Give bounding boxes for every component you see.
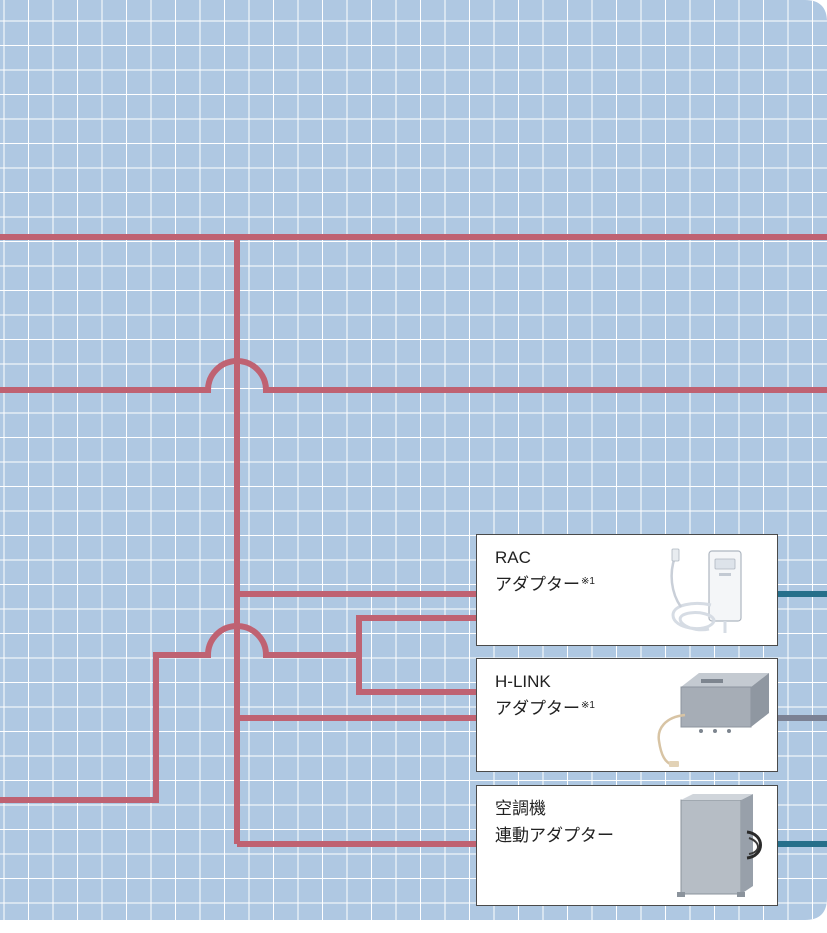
hlink-adapter-label: H-LINK アダプター※1 <box>495 670 595 721</box>
rac-adapter-name: RAC <box>495 548 531 567</box>
rac-adapter-type: アダプター <box>495 575 580 594</box>
aircon-adapter-name: 空調機 <box>495 799 546 818</box>
hlink-adapter-footnote: ※1 <box>581 700 595 711</box>
rac-adapter-photo <box>670 548 742 633</box>
hlink-adapter-name: H-LINK <box>495 672 551 691</box>
wiring-lines <box>0 234 827 847</box>
aircon-adapter-photo <box>677 794 762 897</box>
rac-adapter-footnote: ※1 <box>581 576 595 587</box>
loop-bracket <box>356 615 478 695</box>
rac-adapter-label: RAC アダプター※1 <box>495 546 595 597</box>
hlink-adapter-card: H-LINK アダプター※1 <box>476 658 778 772</box>
aircon-adapter-label: 空調機 連動アダプター <box>495 797 615 848</box>
hlink-adapter-type: アダプター <box>495 699 580 718</box>
aircon-adapter-type: 連動アダプター <box>495 826 614 845</box>
aircon-adapter-card: 空調機 連動アダプター <box>476 785 778 906</box>
lower-left-line-with-crossover <box>0 623 359 803</box>
hlink-adapter-photo <box>657 673 769 767</box>
adapter-links <box>776 591 827 847</box>
rac-adapter-card: RAC アダプター※1 <box>476 534 778 646</box>
